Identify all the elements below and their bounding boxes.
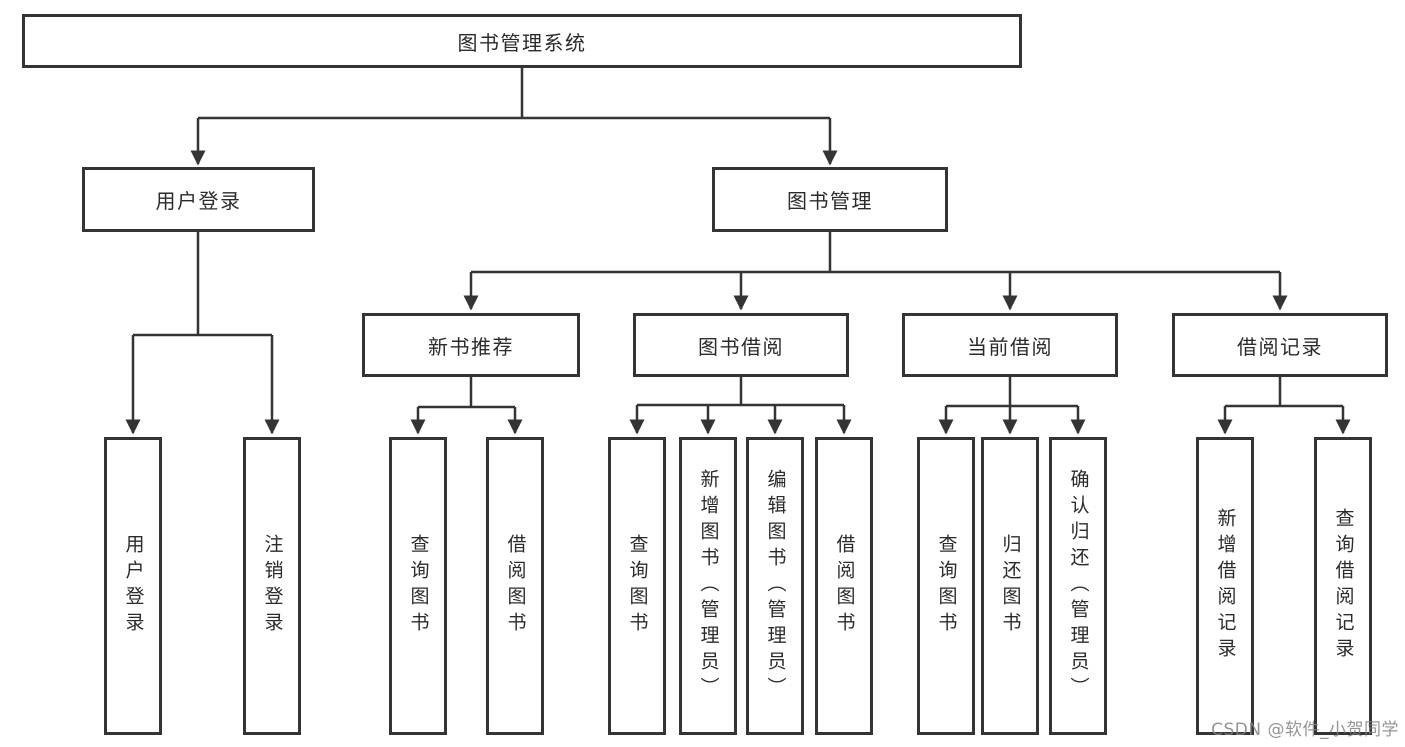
leaf-borrow-books-recommend: 借阅图书 bbox=[486, 437, 544, 735]
leaf-logout: 注销登录 bbox=[243, 437, 301, 735]
leaf-query-books-current: 查询图书 bbox=[917, 437, 975, 735]
leaf-add-borrow-record: 新增借阅记录 bbox=[1196, 437, 1254, 735]
leaf-confirm-return-admin: 确认归还（管理员） bbox=[1049, 437, 1107, 735]
leaf-return-book: 归还图书 bbox=[981, 437, 1039, 735]
leaf-query-books-recommend: 查询图书 bbox=[389, 437, 447, 735]
node-book-management: 图书管理 bbox=[712, 167, 948, 232]
leaf-user-login: 用户登录 bbox=[104, 437, 162, 735]
leaf-borrow-books-borrow: 借阅图书 bbox=[815, 437, 873, 735]
node-library-management-system: 图书管理系统 bbox=[22, 14, 1022, 68]
leaf-query-borrow-record: 查询借阅记录 bbox=[1314, 437, 1372, 735]
csdn-watermark: CSDN @软件_小贺同学 bbox=[1211, 720, 1399, 740]
leaf-query-books-borrow: 查询图书 bbox=[608, 437, 666, 735]
leaf-add-book-admin: 新增图书（管理员） bbox=[679, 437, 737, 735]
node-current-borrowing: 当前借阅 bbox=[902, 313, 1118, 377]
node-borrowing-records: 借阅记录 bbox=[1172, 313, 1388, 377]
node-new-book-recommendation: 新书推荐 bbox=[362, 313, 580, 377]
leaf-edit-book-admin: 编辑图书（管理员） bbox=[746, 437, 804, 735]
node-user-login: 用户登录 bbox=[82, 167, 315, 232]
node-book-borrowing: 图书借阅 bbox=[633, 313, 849, 377]
